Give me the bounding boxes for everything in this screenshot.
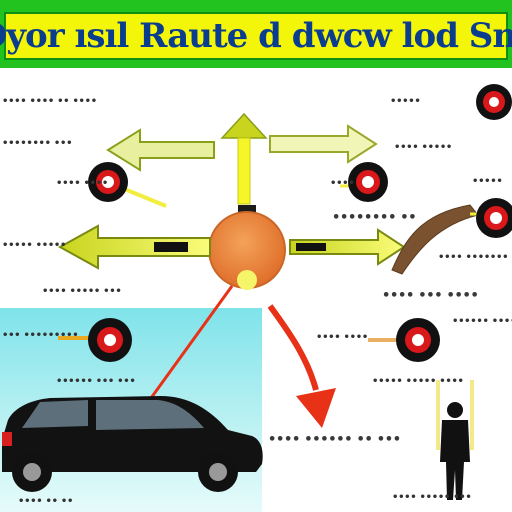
central-hub xyxy=(208,205,286,290)
label: •••• ••••• ••• xyxy=(392,492,472,503)
arrow-upper-left xyxy=(106,128,215,172)
label: ••••• ••••• xyxy=(2,240,67,251)
label: •••• •••• xyxy=(56,178,108,189)
label: •••• •••• •• •••• xyxy=(2,96,97,107)
arrow-left xyxy=(57,224,211,270)
label: ••••• ••••• •••• xyxy=(372,376,464,387)
title-box: Dyor ısıl Raute d dwcw lod Sns xyxy=(0,12,512,60)
arrow-down-right-red xyxy=(267,304,336,428)
wheel-icon xyxy=(476,84,512,120)
label: •••••••• •• xyxy=(332,210,417,225)
label: •••••••• ••• xyxy=(2,138,73,149)
page-title: Dyor ısıl Raute d dwcw lod Sns xyxy=(0,16,512,56)
arrow-up xyxy=(220,112,268,205)
label: •••• xyxy=(330,178,355,189)
label: •••• ••• •••• xyxy=(382,288,479,303)
label: ••••• xyxy=(472,176,503,187)
car-illustration xyxy=(2,396,263,492)
arrow-upper-right xyxy=(269,124,378,164)
wheel-icon xyxy=(88,162,128,202)
wheel-icon xyxy=(396,318,440,362)
wheel-icon xyxy=(476,198,512,238)
arrow-down-left-red xyxy=(144,285,234,406)
arrow-right xyxy=(289,228,406,266)
label: •••• •• •• xyxy=(18,496,74,507)
label: •••••• ••• ••• xyxy=(56,376,136,387)
wheel-icon xyxy=(88,318,132,362)
label: ••••• xyxy=(390,96,421,107)
label: •••••• ••••••• xyxy=(452,316,512,327)
label: •••• ••••••• xyxy=(438,252,509,263)
label: ••• ••••••••• xyxy=(2,330,79,341)
label: •••• ••••• xyxy=(394,142,453,153)
label: •••• •••••• •• ••• xyxy=(268,432,401,447)
label: •••• •••• xyxy=(316,332,368,343)
label: •••• ••••• ••• xyxy=(42,286,122,297)
wheel-icon xyxy=(348,162,388,202)
person-figure xyxy=(436,380,474,500)
title-banner: Dyor ısıl Raute d dwcw lod Sns xyxy=(0,0,512,68)
